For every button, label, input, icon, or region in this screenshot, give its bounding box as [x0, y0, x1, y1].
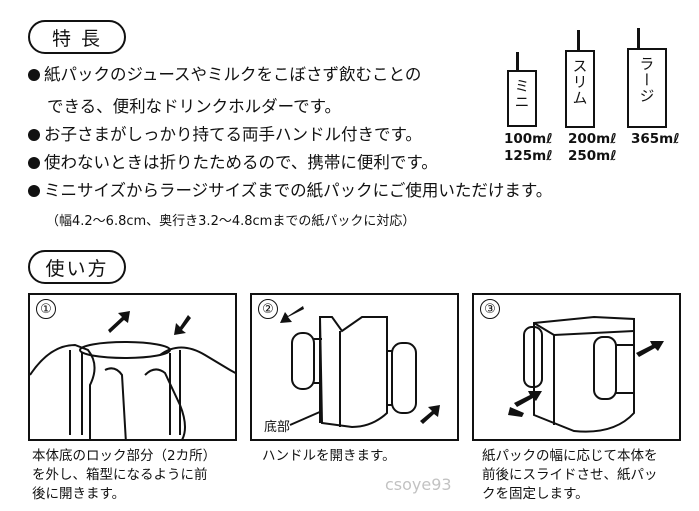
carton-large: ラージ [627, 48, 667, 128]
bullet-icon [28, 185, 40, 197]
carton-mini-label: ミニ [512, 78, 531, 110]
watermark-text: csoye93 [385, 475, 452, 494]
step-1-caption: 本体底のロック部分（2カ所） を外し、箱型になるように前 後に開きます。 [32, 448, 217, 502]
step-3-panel: ③ [472, 293, 681, 441]
step-2-caption: ハンドルを開きます。 [262, 448, 396, 464]
large-volumes: 365mℓ [631, 131, 680, 147]
straw-slim [577, 30, 580, 56]
straw-large [637, 28, 640, 54]
carton-large-label: ラージ [637, 56, 656, 104]
feature-item-2: お子さまがしっかり持てる両手ハンドル付きです。 [28, 124, 422, 146]
bullet-icon [28, 129, 40, 141]
step-2-bottom-label: 底部 [264, 419, 290, 435]
carton-slim: スリム [565, 50, 595, 128]
step-1-number: ① [36, 299, 56, 319]
bullet-icon [28, 157, 40, 169]
feature-item-1: 紙パックのジュースやミルクをこぼさず飲むことの [28, 64, 421, 86]
feature-item-1-cont: できる、便利なドリンクホルダーです。 [47, 97, 342, 116]
carton-slim-label: スリム [570, 58, 589, 106]
feature-item-3: 使わないときは折りたためるので、携帯に便利です。 [28, 152, 438, 174]
straw-mini [516, 52, 519, 74]
step-2-illustration: 底部 [264, 306, 440, 435]
step-1-illustration [30, 311, 235, 439]
step-2-panel: ② 底部 [250, 293, 459, 441]
step-3-illustration [508, 315, 664, 433]
step-3-caption: 紙パックの幅に応じて本体を 前後にスライドさせ、紙パッ クを固定します。 [482, 448, 658, 502]
features-heading: 特 長 [28, 20, 126, 54]
step-3-number: ③ [480, 299, 500, 319]
feature-item-4: ミニサイズからラージサイズまでの紙パックにご使用いただけます。 [28, 180, 552, 202]
size-note: （幅4.2～6.8cm、奥行き3.2～4.8cmまでの紙パックに対応） [46, 214, 416, 229]
step-2-number: ② [258, 299, 278, 319]
step-1-panel: ① [28, 293, 237, 441]
usage-heading: 使い方 [28, 250, 126, 284]
carton-mini: ミニ [507, 70, 537, 127]
bullet-icon [28, 69, 40, 81]
